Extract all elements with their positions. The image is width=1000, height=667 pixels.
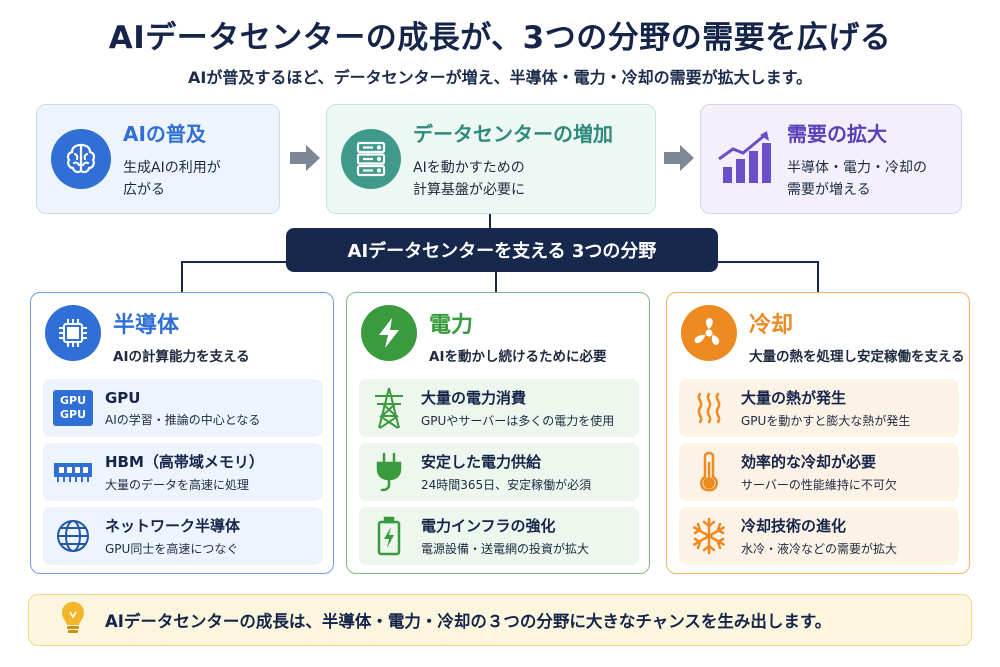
column-power: 電力 AIを動かし続けるために必要 大量の電力消費 GPUやサーバーは多くの電力… bbox=[346, 292, 650, 574]
column-title: 冷却 bbox=[749, 313, 794, 338]
column-title: 電力 bbox=[429, 313, 474, 338]
item-desc: GPUを動かすと膨大な熱が発生 bbox=[741, 414, 911, 428]
list-item: 電力インフラの強化 電源設備・送電網の投資が拡大 bbox=[359, 507, 639, 565]
flow-step-ai-adoption: AIの普及 生成AIの利用が 広がる bbox=[36, 104, 280, 214]
chip-icon bbox=[45, 305, 101, 361]
flow-step-desc: AIを動かすための 計算基盤が必要に bbox=[413, 159, 525, 198]
list-item: 大量の熱が発生 GPUを動かすと膨大な熱が発生 bbox=[679, 379, 959, 437]
power-tower-icon bbox=[365, 386, 413, 430]
item-desc: GPUやサーバーは多くの電力を使用 bbox=[421, 414, 615, 428]
list-item: GPU GPU GPU AIの学習・推論の中心となる bbox=[43, 379, 323, 437]
item-title: 効率的な冷却が必要 bbox=[741, 453, 877, 471]
fan-icon bbox=[681, 305, 737, 361]
flow-step-title: 需要の拡大 bbox=[787, 121, 887, 146]
item-title: GPU bbox=[105, 388, 141, 407]
gpu-icon-label: GPU bbox=[59, 394, 87, 407]
item-title: 安定した電力供給 bbox=[421, 453, 542, 471]
item-title: 大量の電力消費 bbox=[421, 389, 527, 407]
page-subtitle: AIが普及するほど、データセンターが増え、半導体・電力・冷却の需要が拡大します。 bbox=[188, 68, 812, 87]
footer-text: AIデータセンターの成長は、半導体・電力・冷却の３つの分野に大きなチャンスを生み… bbox=[105, 612, 832, 631]
arrow-right-icon bbox=[664, 145, 694, 171]
lightning-icon bbox=[361, 305, 417, 361]
item-title: 電力インフラの強化 bbox=[421, 517, 556, 535]
list-item: HBM（高帯域メモリ） 大量のデータを高速に処理 bbox=[43, 443, 323, 501]
item-desc: GPU同士を高速につなぐ bbox=[105, 542, 239, 556]
list-item: ネットワーク半導体 GPU同士を高速につなぐ bbox=[43, 507, 323, 565]
item-title: HBM（高帯域メモリ） bbox=[105, 453, 264, 471]
battery-icon bbox=[365, 516, 413, 556]
globe-icon bbox=[49, 517, 97, 555]
lightbulb-icon bbox=[59, 600, 87, 640]
flow-step-title: データセンターの増加 bbox=[413, 121, 613, 146]
heat-waves-icon bbox=[685, 390, 733, 426]
column-subtitle: AIの計算能力を支える bbox=[113, 349, 250, 365]
flow-step-desc: 半導体・電力・冷却の 需要が増える bbox=[787, 159, 927, 198]
brain-icon bbox=[51, 129, 111, 189]
item-desc: 24時間365日、安定稼働が必須 bbox=[421, 478, 592, 492]
list-item: 冷却技術の進化 水冷・液冷などの需要が拡大 bbox=[679, 507, 959, 565]
flow-step-title: AIの普及 bbox=[123, 121, 206, 146]
flow-step-desc: 生成AIの利用が 広がる bbox=[123, 159, 221, 198]
arrow-right-icon bbox=[290, 145, 320, 171]
column-subtitle: AIを動かし続けるために必要 bbox=[429, 349, 607, 365]
flow-step-demand-growth: 需要の拡大 半導体・電力・冷却の 需要が増える bbox=[700, 104, 962, 214]
item-desc: 大量のデータを高速に処理 bbox=[105, 478, 250, 492]
plug-icon bbox=[365, 451, 413, 493]
item-desc: 電源設備・送電網の投資が拡大 bbox=[421, 542, 590, 556]
thermometer-icon bbox=[685, 450, 733, 494]
page-title: AIデータセンターの成長が、3つの分野の需要を広げる bbox=[108, 20, 892, 56]
item-title: 冷却技術の進化 bbox=[741, 517, 847, 535]
item-desc: AIの学習・推論の中心となる bbox=[105, 412, 261, 427]
item-desc: 水冷・液冷などの需要が拡大 bbox=[741, 542, 898, 556]
column-title: 半導体 bbox=[113, 313, 180, 338]
item-title: 大量の熱が発生 bbox=[741, 389, 847, 407]
list-item: 大量の電力消費 GPUやサーバーは多くの電力を使用 bbox=[359, 379, 639, 437]
section-banner: AIデータセンターを支える 3つの分野 bbox=[286, 228, 718, 272]
column-subtitle: 大量の熱を処理し安定稼働を支える bbox=[749, 349, 965, 365]
item-title: ネットワーク半導体 bbox=[105, 517, 241, 535]
growth-chart-icon bbox=[715, 129, 779, 189]
flow-step-datacenter-growth: データセンターの増加 AIを動かすための 計算基盤が必要に bbox=[326, 104, 656, 214]
list-item: 効率的な冷却が必要 サーバーの性能維持に不可欠 bbox=[679, 443, 959, 501]
column-cooling: 冷却 大量の熱を処理し安定稼働を支える 大量の熱が発生 GPUを動かすと膨大な熱… bbox=[666, 292, 970, 574]
summary-footer: AIデータセンターの成長は、半導体・電力・冷却の３つの分野に大きなチャンスを生み… bbox=[28, 594, 972, 646]
gpu-icon-label: GPU bbox=[59, 408, 87, 421]
column-semiconductor: 半導体 AIの計算能力を支える GPU GPU GPU AIの学習・推論の中心と… bbox=[30, 292, 334, 574]
item-desc: サーバーの性能維持に不可欠 bbox=[741, 478, 897, 492]
gpu-icon: GPU GPU bbox=[49, 390, 97, 426]
list-item: 安定した電力供給 24時間365日、安定稼働が必須 bbox=[359, 443, 639, 501]
snowflake-icon bbox=[685, 516, 733, 556]
memory-icon bbox=[49, 459, 97, 485]
server-icon bbox=[341, 129, 401, 189]
